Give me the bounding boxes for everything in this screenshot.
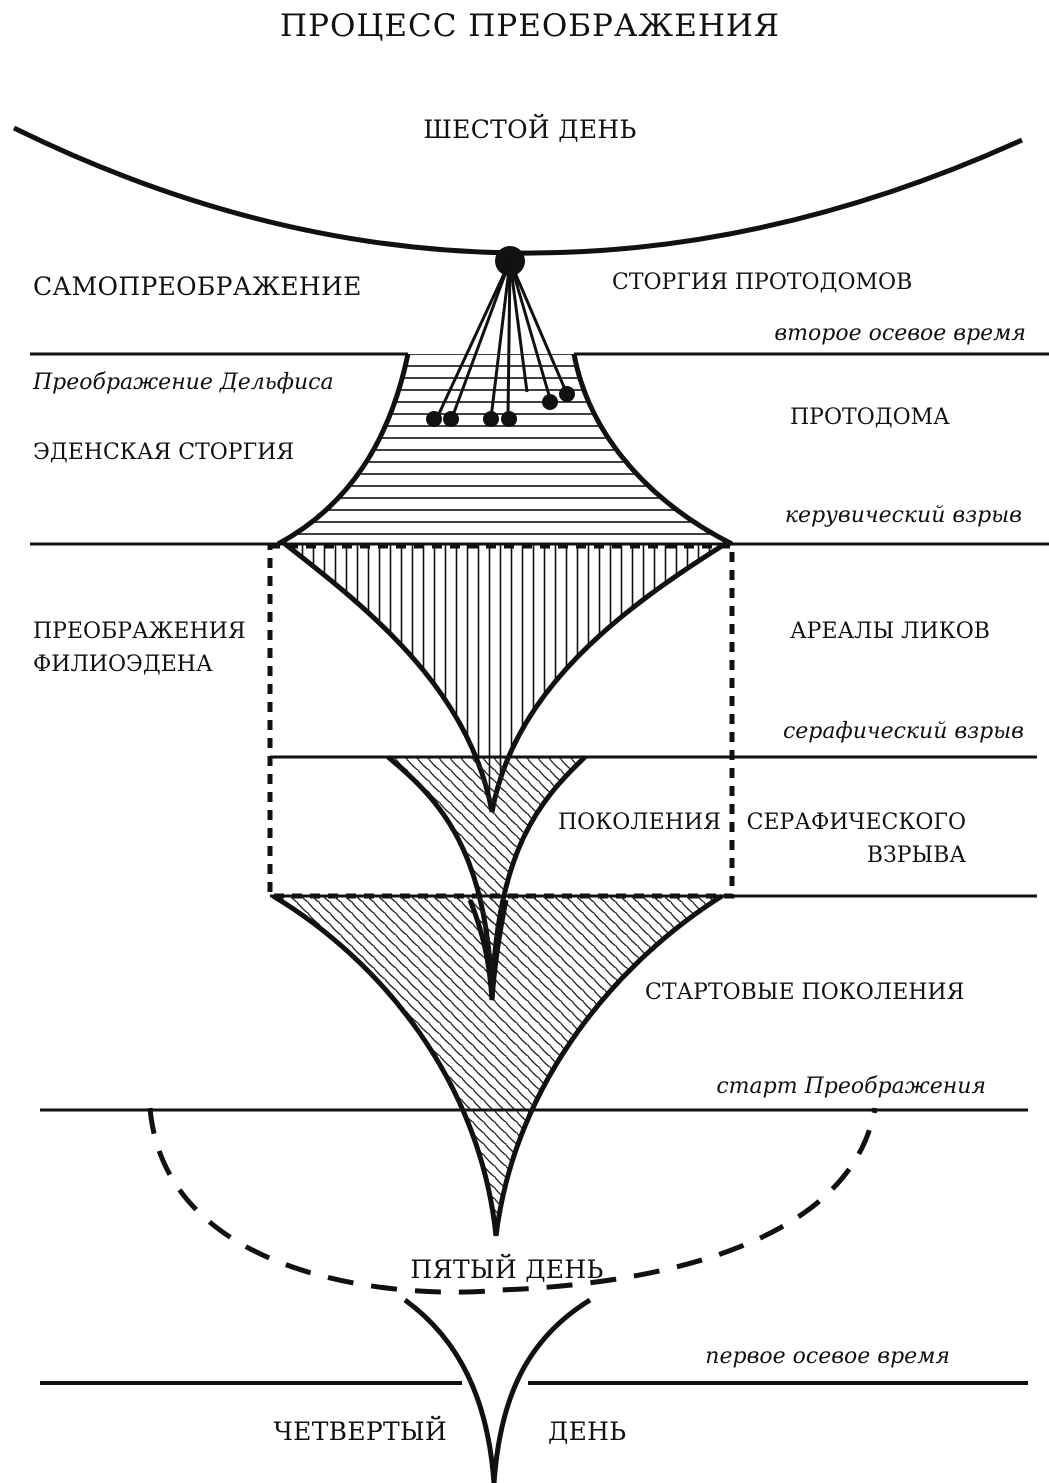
- cherubic-explosion-label: керувический взрыв: [785, 503, 1022, 528]
- diagram-title: ПРОЦЕСС ПРЕОБРАЖЕНИЯ: [280, 8, 780, 44]
- eden-storgia-label: ЭДЕНСКАЯ СТОРГИЯ: [33, 440, 294, 465]
- self-transformation-label: САМОПРЕОБРАЖЕНИЕ: [33, 272, 362, 301]
- delphis-transformation-label: Преображение Дельфиса: [32, 370, 334, 395]
- philioeden-label-line1: ПРЕОБРАЖЕНИЯ: [33, 619, 246, 644]
- second-axial-time-label: второе осевое время: [774, 321, 1026, 346]
- seraphic-label-line1: СЕРАФИЧЕСКОГО: [747, 810, 966, 835]
- sixth-day-arc: [14, 128, 1022, 253]
- fourth-label: ЧЕТВЕРТЫЙ: [274, 1416, 447, 1446]
- areas-of-faces-label: АРЕАЛЫ ЛИКОВ: [790, 619, 990, 644]
- seraphic-explosion-label: серафический взрыв: [783, 719, 1024, 744]
- sixth-day-label: ШЕСТОЙ ДЕНЬ: [423, 114, 636, 144]
- fourth-day-right: [494, 1300, 590, 1483]
- seraphic-label-line2: ВЗРЫВА: [867, 843, 966, 868]
- starting-generations-label: СТАРТОВЫЕ ПОКОЛЕНИЯ: [645, 980, 964, 1005]
- storgia-protodomov-label: СТОРГИЯ ПРОТОДОМОВ: [612, 270, 912, 295]
- day-label: ДЕНЬ: [548, 1417, 626, 1446]
- start-transformation-label: старт Преображения: [716, 1074, 986, 1099]
- philioeden-label-line2: ФИЛИОЭДЕНА: [33, 652, 213, 677]
- fourth-day-left: [405, 1300, 494, 1483]
- protodoma-region: [278, 354, 732, 544]
- generations-label: ПОКОЛЕНИЯ: [558, 810, 721, 835]
- first-axial-time-label: первое осевое время: [705, 1344, 950, 1369]
- fifth-day-label: ПЯТЫЙ ДЕНЬ: [410, 1254, 603, 1284]
- protodoma-label: ПРОТОДОМА: [790, 405, 950, 430]
